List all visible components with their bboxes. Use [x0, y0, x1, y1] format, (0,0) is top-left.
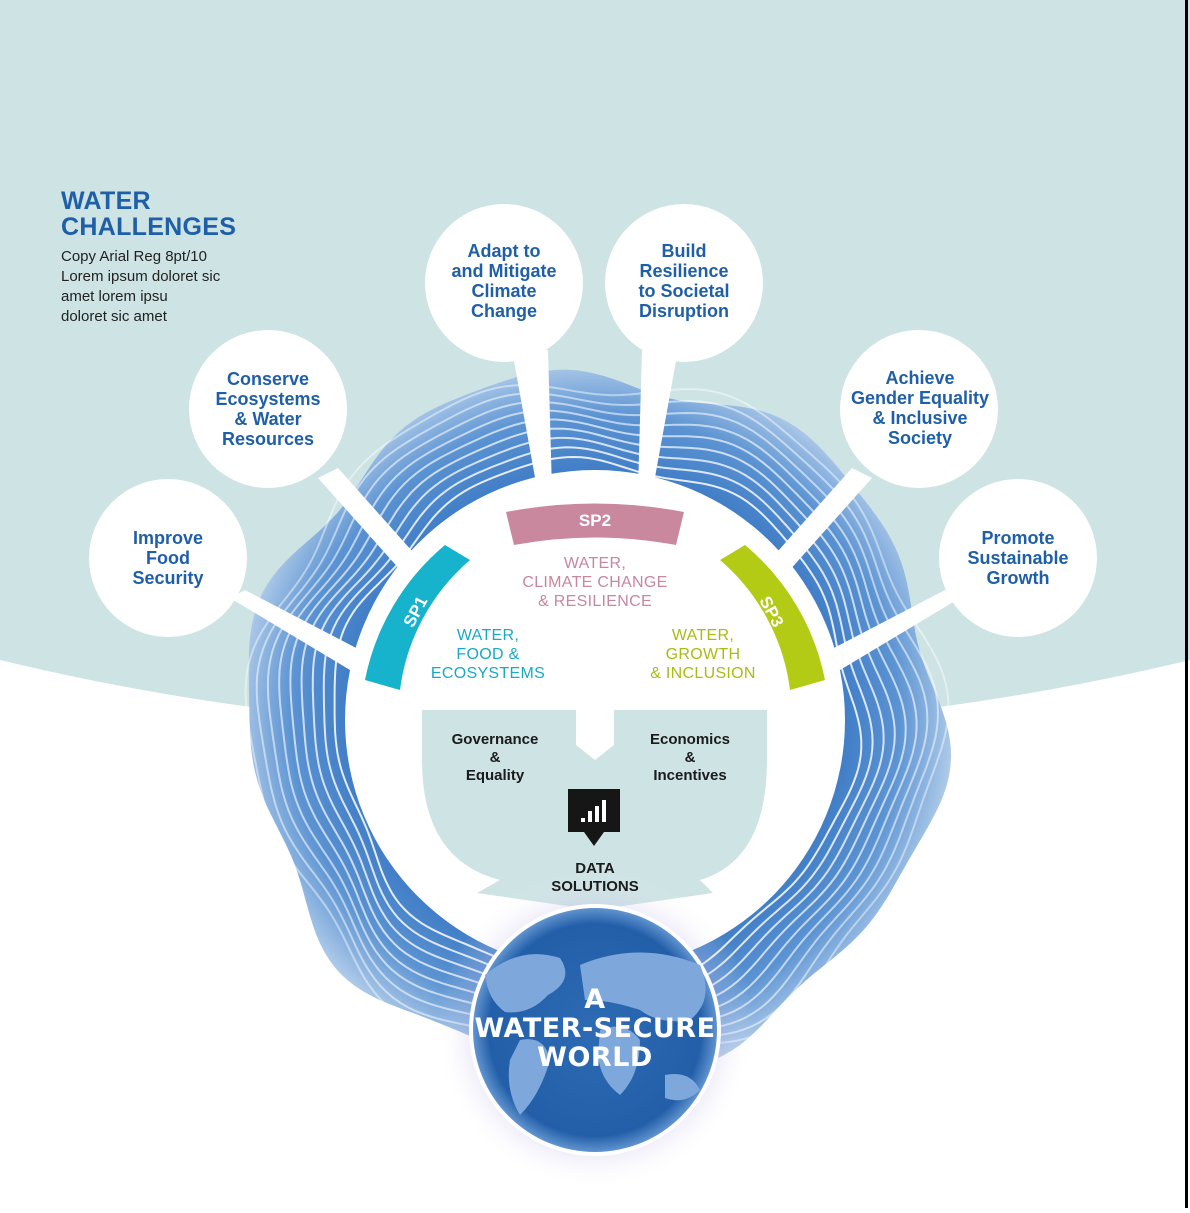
label-line: Society: [887, 428, 952, 448]
label-line: Build: [661, 241, 707, 261]
stem-equality: [770, 468, 872, 572]
stem-ecosystem: [318, 468, 420, 572]
sp1-title: WATER, FOOD & ECOSYSTEMS: [412, 626, 564, 683]
bar-chart-icon: [568, 789, 620, 846]
right-edge-rule: [1185, 0, 1188, 1208]
label-line: Food: [146, 548, 190, 568]
copy-line: Lorem ipsum doloret sic: [61, 268, 221, 285]
label-line: Adapt to: [467, 241, 541, 261]
label-line: & Water: [234, 409, 302, 429]
page-title: WATER CHALLENGES: [61, 188, 236, 240]
enabler-governance: Governance & Equality: [432, 731, 558, 785]
sp2-tag: SP2: [578, 511, 612, 530]
wave-line: [289, 418, 907, 1016]
sp-title-line: & RESILIENCE: [538, 593, 652, 610]
sp-title-line: WATER,: [563, 555, 627, 572]
sp-title-line: & INCLUSION: [650, 665, 756, 682]
label-line: Climate: [471, 281, 537, 301]
wave-line: [278, 409, 918, 1026]
sp-title-line: WATER,: [456, 627, 520, 644]
label-line: Gender Equality: [850, 388, 990, 408]
sp3-title: WATER, GROWTH & INCLUSION: [628, 626, 778, 683]
label-line: to Societal: [638, 281, 730, 301]
label-line: Achieve: [885, 368, 955, 388]
sp-title-line: FOOD &: [456, 646, 520, 663]
enabler-line: Governance: [451, 731, 539, 748]
label-line: Promote: [981, 528, 1055, 548]
challenge-growth-label: Promote Sustainable Growth: [945, 498, 1091, 618]
enabler-line: Equality: [465, 767, 525, 784]
sp1-arc: [365, 545, 470, 690]
wave-line: [244, 383, 950, 1056]
outcome-line: WATER-SECURE: [474, 1013, 716, 1044]
stem-climate: [512, 350, 552, 505]
data-line: SOLUTIONS: [551, 878, 639, 895]
copy-line: doloret sic amet: [61, 308, 167, 325]
bubble-climate: [425, 204, 583, 362]
sp2-title: WATER, CLIMATE CHANGE & RESILIENCE: [504, 554, 686, 611]
stem-food: [230, 590, 360, 670]
sp3-arc: [720, 545, 825, 690]
challenge-food-label: Improve Food Security: [95, 498, 241, 618]
copy-line: amet lorem ipsu: [61, 288, 168, 305]
title-line-1: WATER: [61, 187, 151, 215]
bubble-food: [89, 479, 247, 637]
enabler-line: &: [684, 749, 696, 766]
connector-stems: [230, 350, 960, 670]
challenge-resilience-label: Build Resilience to Societal Disruption: [611, 221, 757, 341]
label-line: & Inclusive: [872, 408, 968, 428]
copy-line: Copy Arial Reg 8pt/10: [61, 248, 207, 265]
label-line: Disruption: [639, 301, 729, 321]
label-line: Growth: [986, 568, 1050, 588]
sp-title-line: WATER,: [671, 627, 735, 644]
outcome-line: A: [584, 984, 606, 1015]
enabler-line: &: [489, 749, 501, 766]
stem-resilience: [638, 350, 678, 505]
wave-line: [266, 400, 929, 1036]
label-line: and Mitigate: [451, 261, 557, 281]
label-line: Sustainable: [967, 548, 1069, 568]
label-line: Resources: [221, 429, 315, 449]
challenge-ecosystem-label: Conserve Ecosystems & Water Resources: [195, 349, 341, 469]
wave-line: [255, 392, 940, 1046]
stem-growth: [830, 590, 960, 670]
bubble-resilience: [605, 204, 763, 362]
data-solutions-label: DATA SOLUTIONS: [520, 860, 670, 896]
enabler-line: Incentives: [653, 767, 727, 784]
sp-title-line: CLIMATE CHANGE: [522, 574, 668, 591]
enabler-economics: Economics & Incentives: [627, 731, 753, 785]
data-line: DATA: [575, 860, 615, 877]
sp-title-line: ECOSYSTEMS: [430, 665, 546, 682]
title-line-2: CHALLENGES: [61, 213, 237, 241]
challenge-bubbles: [89, 204, 1097, 637]
label-line: Ecosystems: [215, 389, 321, 409]
label-line: Change: [470, 301, 537, 321]
sp-title-line: GROWTH: [665, 646, 741, 663]
bubble-growth: [939, 479, 1097, 637]
label-line: Security: [132, 568, 204, 588]
globe-continents: [485, 952, 706, 1115]
label-line: Conserve: [226, 369, 310, 389]
enabler-line: Economics: [649, 731, 731, 748]
outcome-label: A WATER-SECURE WORLD: [470, 985, 720, 1072]
bubble-equality: [840, 330, 998, 488]
challenge-climate-label: Adapt to and Mitigate Climate Change: [431, 221, 577, 341]
challenge-equality-label: Achieve Gender Equality & Inclusive Soci…: [842, 348, 998, 468]
sp2-arc: [506, 503, 684, 545]
outcome-line: WORLD: [537, 1042, 653, 1073]
bubble-ecosystem: [189, 330, 347, 488]
label-line: Resilience: [639, 261, 729, 281]
label-line: Improve: [132, 528, 203, 548]
intro-copy: Copy Arial Reg 8pt/10 Lorem ipsum dolore…: [61, 247, 271, 327]
